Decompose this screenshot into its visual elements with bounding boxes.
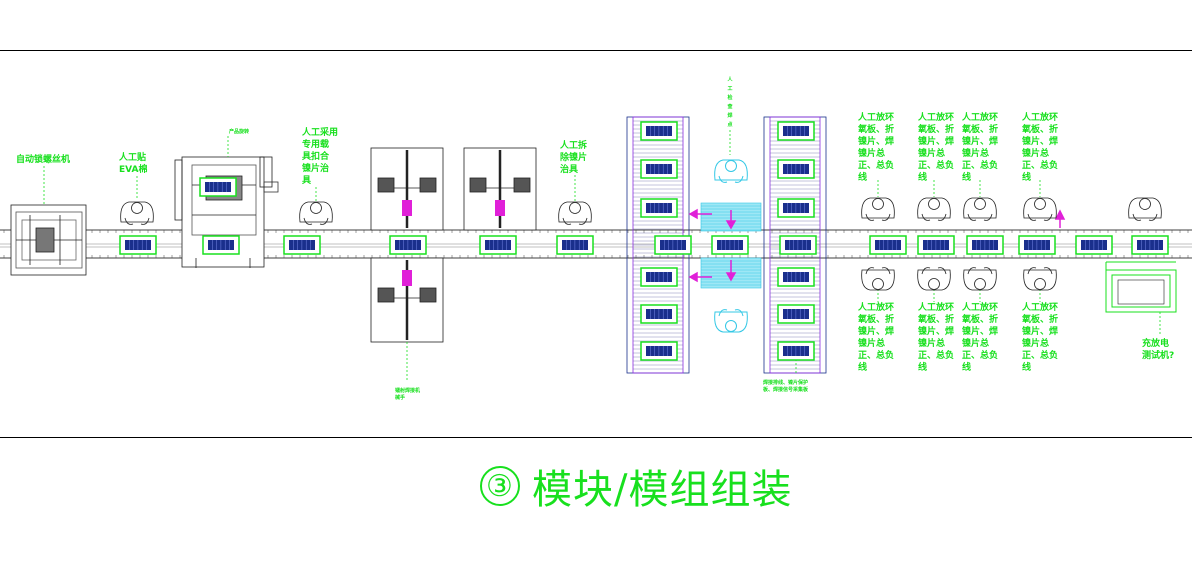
label-epoxy-top-3: 人工放环氧板、折镍片、焊 镍片总正、总负线: [962, 113, 999, 183]
label-product-rotate: 产品旋转: [229, 129, 250, 135]
weld-robot-upper-left: [370, 147, 444, 231]
label-epoxy-bottom-2: 人工放环氧板、折镍片、焊 镍片总正、总负线: [918, 303, 955, 373]
module-tray-icon: [556, 235, 594, 255]
label-epoxy-top-1: 人工放环氧板、折镍片、焊 镍片总正、总负线: [858, 113, 895, 183]
weld-robot-lower-left: [370, 257, 444, 343]
module-tray-icon: [1075, 235, 1113, 255]
label-epoxy-top-4: 人工放环氧板、折镍片、焊 镍片总正、总负线: [1022, 113, 1059, 183]
module-tray-icon: [917, 235, 955, 255]
operator-icon: [299, 201, 333, 225]
module-tray-icon: [640, 198, 678, 218]
module-tray-icon: [283, 235, 321, 255]
main-conveyor: [0, 229, 1192, 259]
module-tray-icon: [1018, 235, 1056, 255]
operator-icon: [861, 197, 895, 221]
operator-icon: [1023, 267, 1057, 291]
page-title: ③ 模块/模组组装: [480, 458, 792, 514]
operators: [120, 159, 1162, 333]
module-tray-icon: [202, 235, 240, 255]
circled-number: ③: [480, 466, 520, 506]
arrow-icon-group: [688, 208, 1066, 283]
operator-icon: [120, 201, 154, 225]
module-tray-icon: [966, 235, 1004, 255]
label-epoxy-bottom-1: 人工放环氧板、折镍片、焊 镍片总正、总负线: [858, 303, 895, 373]
module-tray-icon: [640, 341, 678, 361]
module-tray-icon: [779, 235, 817, 255]
operator-icon: [963, 197, 997, 221]
operator-icon: [558, 201, 592, 225]
module-tray-icon: [199, 177, 237, 197]
label-auto-screw: 自动锁螺丝机: [16, 155, 71, 165]
operator-icon: [714, 159, 748, 183]
auto-screw-machine: [10, 204, 87, 276]
tester-cabinet: [1117, 279, 1165, 305]
label-epoxy-bottom-4: 人工放环氧板、折镍片、焊 镍片总正、总负线: [1022, 303, 1059, 373]
module-tray-icon: [1131, 235, 1169, 255]
module-tray-icon: [389, 235, 427, 255]
operator-icon: [917, 197, 951, 221]
operator-icon: [714, 309, 748, 333]
label-charge-test: 充放电测试机?: [1142, 339, 1175, 361]
bottom-border: [0, 437, 1192, 438]
weld-robot-upper-right: [463, 147, 537, 231]
module-tray-icon: [777, 341, 815, 361]
module-tray-icon: [777, 267, 815, 287]
module-tray-icon: [777, 304, 815, 324]
module-tray-icon: [640, 121, 678, 141]
module-trays: [119, 121, 1169, 361]
label-epoxy-top-2: 人工放环氧板、折镍片、焊 镍片总正、总负线: [918, 113, 955, 183]
operator-icon: [1128, 197, 1162, 221]
module-tray-icon: [777, 159, 815, 179]
module-tray-icon: [654, 235, 692, 255]
module-tray-icon: [869, 235, 907, 255]
label-weld-note: 焊接排线、镍片保护板、焊接信号采集板: [763, 380, 809, 393]
module-tray-icon: [119, 235, 157, 255]
leader-lines: [43, 130, 1161, 382]
module-tray-icon: [640, 267, 678, 287]
top-border: [0, 50, 1192, 51]
operator-icon: [861, 267, 895, 291]
label-fixture-clamp: 人工采用专用载 具扣合镍片治 具: [302, 128, 339, 186]
label-epoxy-bottom-3: 人工放环氧板、折镍片、焊 镍片总正、总负线: [962, 303, 999, 373]
module-tray-icon: [640, 159, 678, 179]
operator-icon: [1023, 197, 1057, 221]
charge-discharge-tester: [1105, 261, 1177, 313]
module-tray-icon: [640, 304, 678, 324]
title-text: 模块/模组组装: [532, 467, 793, 513]
label-remove-fixture: 人工拆除镍片 治具: [560, 141, 588, 175]
operator-icon: [963, 267, 997, 291]
module-tray-icon: [777, 198, 815, 218]
label-inspect-vertical: 人工检查焊点: [727, 77, 733, 128]
transfer-table-lines: [701, 205, 761, 286]
operator-icon: [917, 267, 951, 291]
label-robot-note: 镭射焊接机械手: [395, 388, 421, 401]
module-tray-icon: [777, 121, 815, 141]
module-tray-icon: [711, 235, 749, 255]
module-tray-icon: [479, 235, 517, 255]
